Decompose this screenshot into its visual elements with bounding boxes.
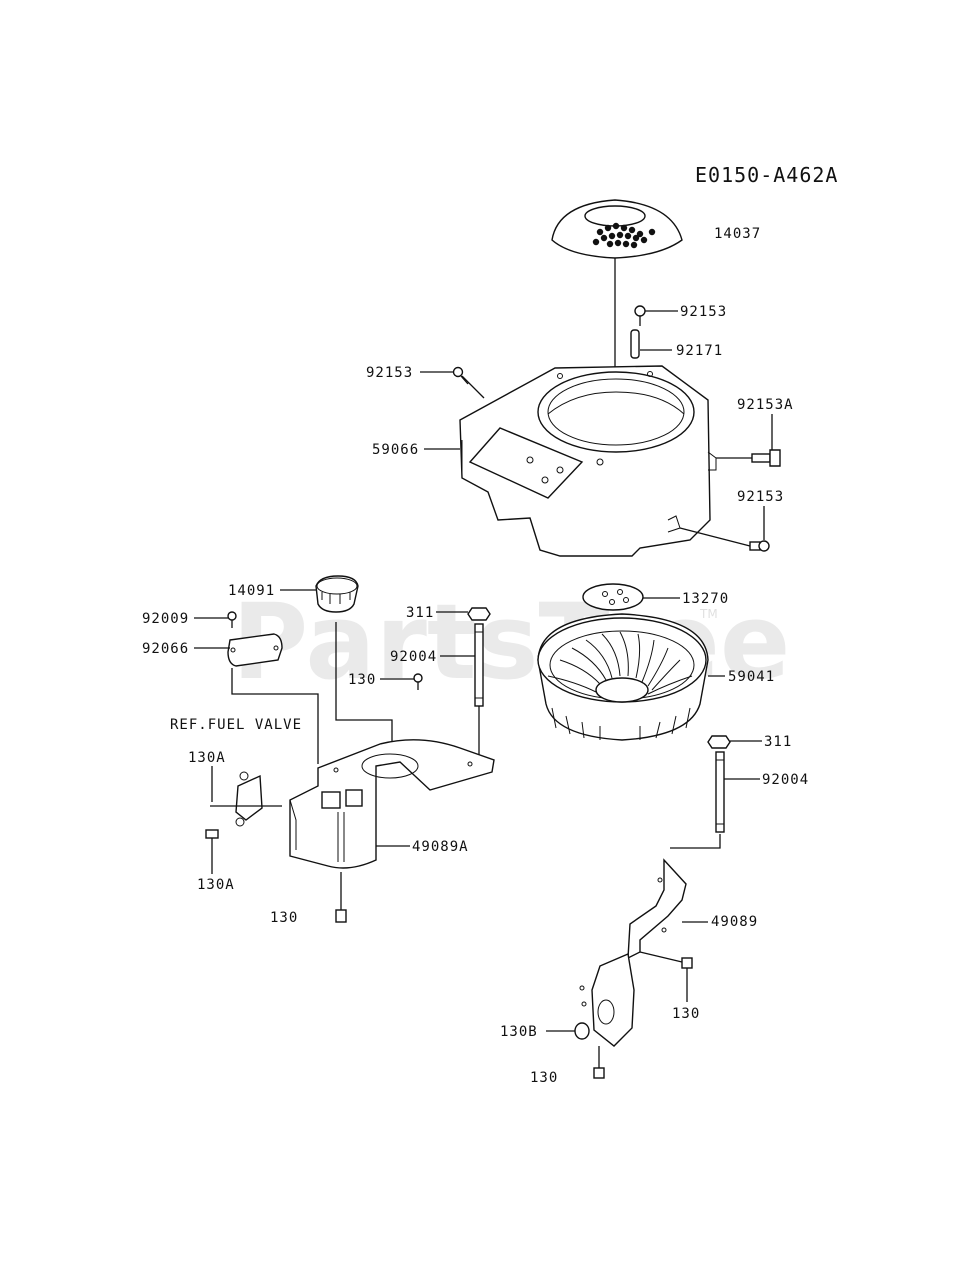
leader-92153-right-shank <box>679 527 751 547</box>
part-130A-bolt[interactable] <box>205 829 219 874</box>
leader-92153-left-ext <box>461 375 485 399</box>
part-130-bolt-right[interactable] <box>681 957 693 969</box>
part-14091-collar[interactable] <box>315 575 359 613</box>
ref-fuel-valve[interactable]: REF.FUEL VALVE <box>170 717 302 733</box>
label-130-lower-left[interactable]: 130 <box>270 910 298 926</box>
label-59066[interactable]: 59066 <box>372 442 419 458</box>
part-130A-bracket[interactable] <box>235 771 263 827</box>
part-92004-stud-right[interactable] <box>715 751 725 833</box>
leader-92004-right-down <box>670 834 721 849</box>
label-92153-right[interactable]: 92153 <box>737 489 784 505</box>
label-130B[interactable]: 130B <box>500 1024 538 1040</box>
part-13270-plate[interactable] <box>582 583 644 611</box>
part-92171-pin[interactable] <box>630 329 640 359</box>
label-14091[interactable]: 14091 <box>228 583 275 599</box>
part-59041-flywheel[interactable] <box>537 613 709 741</box>
label-311-right[interactable]: 311 <box>764 734 792 750</box>
label-92171[interactable]: 92171 <box>676 343 723 359</box>
leader-14091-down <box>335 622 393 748</box>
part-311-nut-left[interactable] <box>467 607 491 621</box>
label-92004-right[interactable]: 92004 <box>762 772 809 788</box>
part-130B-grommet[interactable] <box>574 1022 590 1040</box>
part-92153-bolt-left[interactable] <box>452 366 469 385</box>
label-14037[interactable]: 14037 <box>714 226 761 242</box>
watermark-trademark: TM <box>699 607 718 621</box>
label-49089[interactable]: 49089 <box>711 914 758 930</box>
part-92153-bolt-top[interactable] <box>634 305 646 326</box>
label-92004-left[interactable]: 92004 <box>390 649 437 665</box>
label-13270[interactable]: 13270 <box>682 591 729 607</box>
part-92009-screw[interactable] <box>227 611 237 628</box>
leader-130-right-shank <box>639 951 683 963</box>
part-92004-stud-left[interactable] <box>474 623 484 707</box>
part-59066-fan-housing[interactable] <box>459 365 717 557</box>
part-14037-screen[interactable] <box>551 199 683 259</box>
label-130-bottom[interactable]: 130 <box>530 1070 558 1086</box>
label-92066[interactable]: 92066 <box>142 641 189 657</box>
label-130A-bottom[interactable]: 130A <box>197 877 235 893</box>
label-59041[interactable]: 59041 <box>728 669 775 685</box>
leader-92066-down <box>231 668 319 764</box>
label-130-right[interactable]: 130 <box>672 1006 700 1022</box>
diagram-code: E0150-A462A <box>695 163 838 187</box>
part-49089-shroud[interactable] <box>579 858 687 1047</box>
label-92009[interactable]: 92009 <box>142 611 189 627</box>
part-130-bolt-bottom[interactable] <box>593 1046 605 1079</box>
part-130-bolt-mid[interactable] <box>413 673 423 690</box>
label-311-left[interactable]: 311 <box>406 605 434 621</box>
part-92066-plate[interactable] <box>227 633 283 667</box>
part-311-nut-right[interactable] <box>707 735 731 749</box>
label-130A-top[interactable]: 130A <box>188 750 226 766</box>
part-130-bolt-lower-left[interactable] <box>335 872 347 923</box>
label-130-mid[interactable]: 130 <box>348 672 376 688</box>
label-92153-top[interactable]: 92153 <box>680 304 727 320</box>
label-92153-left[interactable]: 92153 <box>366 365 413 381</box>
label-92153A[interactable]: 92153A <box>737 397 794 413</box>
part-92153A-bolt[interactable] <box>751 449 781 467</box>
part-49089A-shroud[interactable] <box>289 739 495 869</box>
part-92153-bolt-right[interactable] <box>749 540 770 552</box>
label-49089A[interactable]: 49089A <box>412 839 469 855</box>
